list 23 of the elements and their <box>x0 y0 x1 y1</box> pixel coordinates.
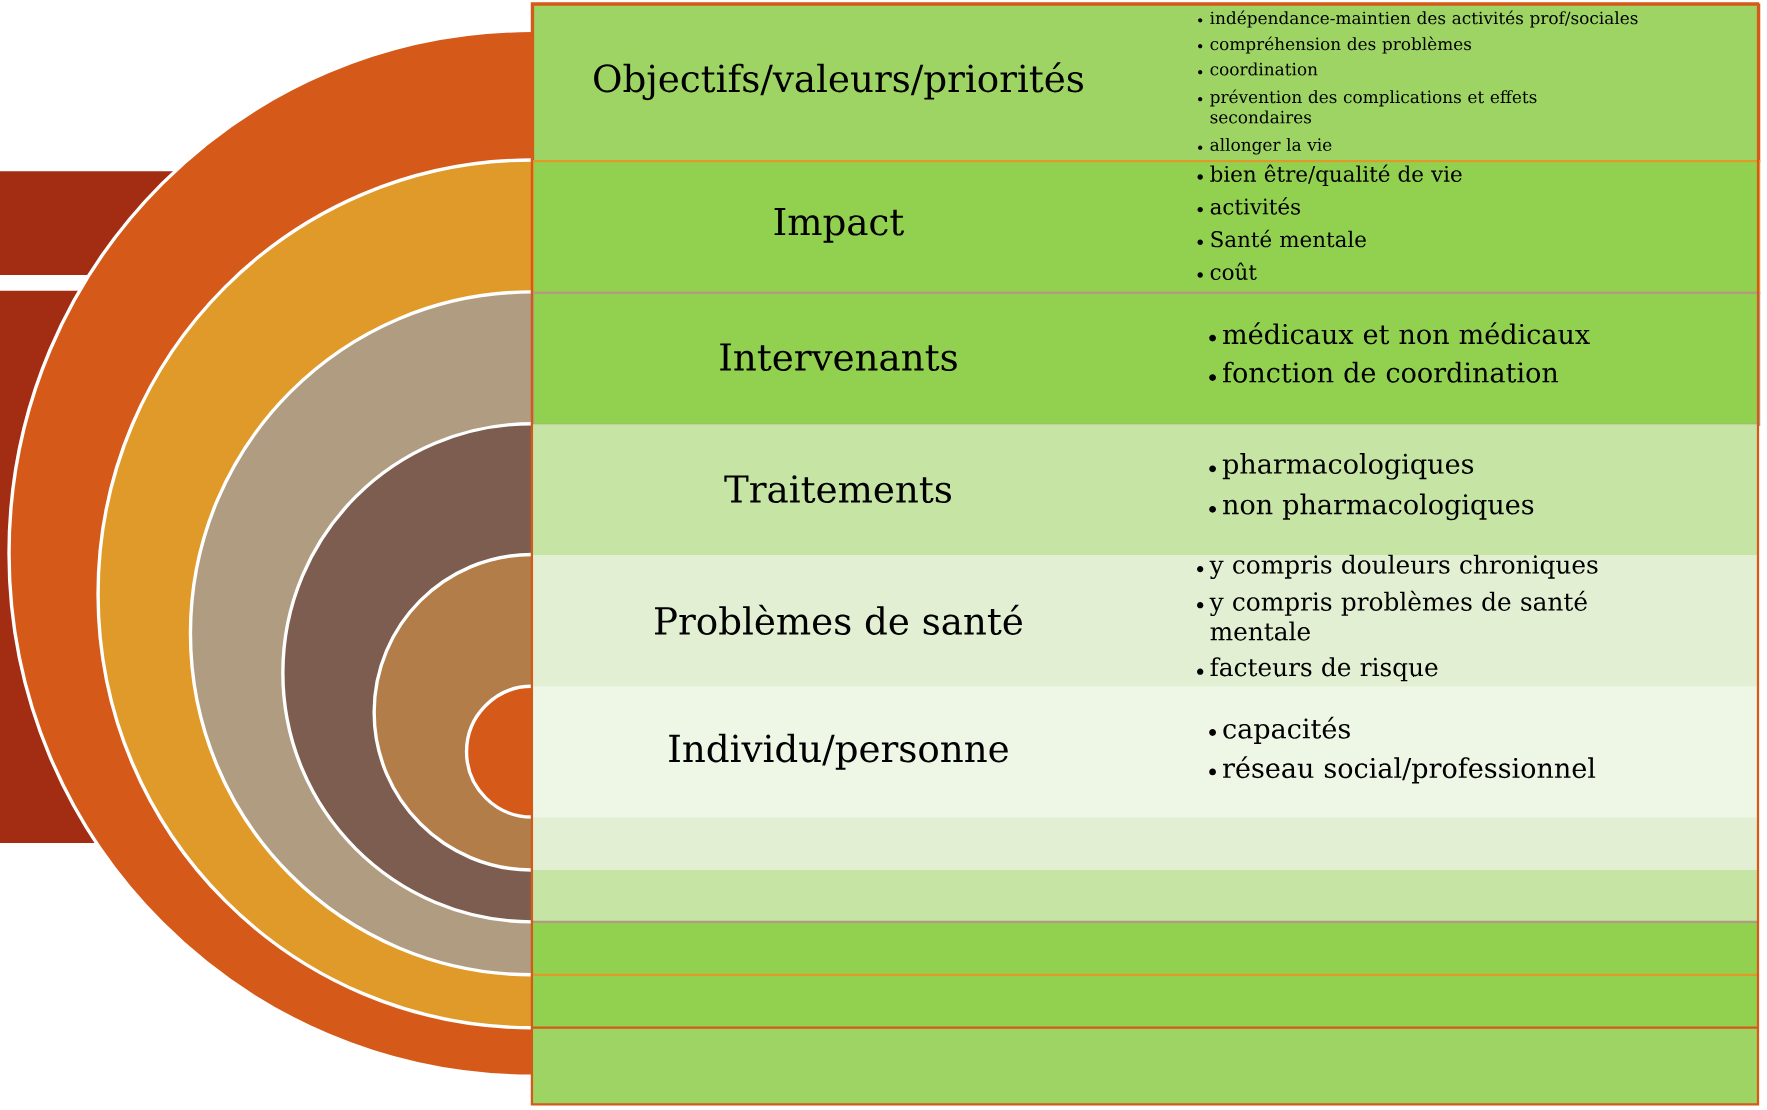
bullet-item: coût <box>1197 262 1257 280</box>
row-heading: Objectifs/valeurs/priorités <box>594 62 1083 101</box>
bullet-item: capacités <box>1209 716 1350 744</box>
row-heading: Intervenants <box>720 343 957 372</box>
row-heading: Impact <box>774 207 904 243</box>
bullet-item: y compris douleurs chroniques <box>1197 554 1598 579</box>
bullet-item: allonger la vie <box>1198 137 1332 155</box>
bullet-item: réseau social/professionnel <box>1209 756 1596 784</box>
row-heading: Individu/personne <box>669 733 1008 770</box>
bullet-item: pharmacologiques <box>1209 453 1474 480</box>
bullet-item: indépendance-maintien des activités prof/sociales <box>1198 10 1638 28</box>
bullet-item: fonction de coordination <box>1209 361 1559 383</box>
bullet-item: médicaux et non médicaux <box>1209 322 1590 345</box>
bullet-item: coordination <box>1198 62 1318 76</box>
bullet-item: non pharmacologiques <box>1209 493 1534 521</box>
bullet-item: facteurs de risque <box>1197 657 1438 682</box>
bullet-item: prévention des complications et effets secondaires <box>1198 89 1537 124</box>
bullet-item: Santé mentale <box>1197 229 1366 248</box>
bullet-item: bien être/qualité de vie <box>1197 164 1462 187</box>
row-heading: Problèmes de santé <box>655 604 1022 635</box>
row-heading: Traitements <box>724 475 951 504</box>
bullet-item: compréhension des problèmes <box>1198 36 1472 54</box>
bullet-item: activités <box>1197 197 1300 215</box>
